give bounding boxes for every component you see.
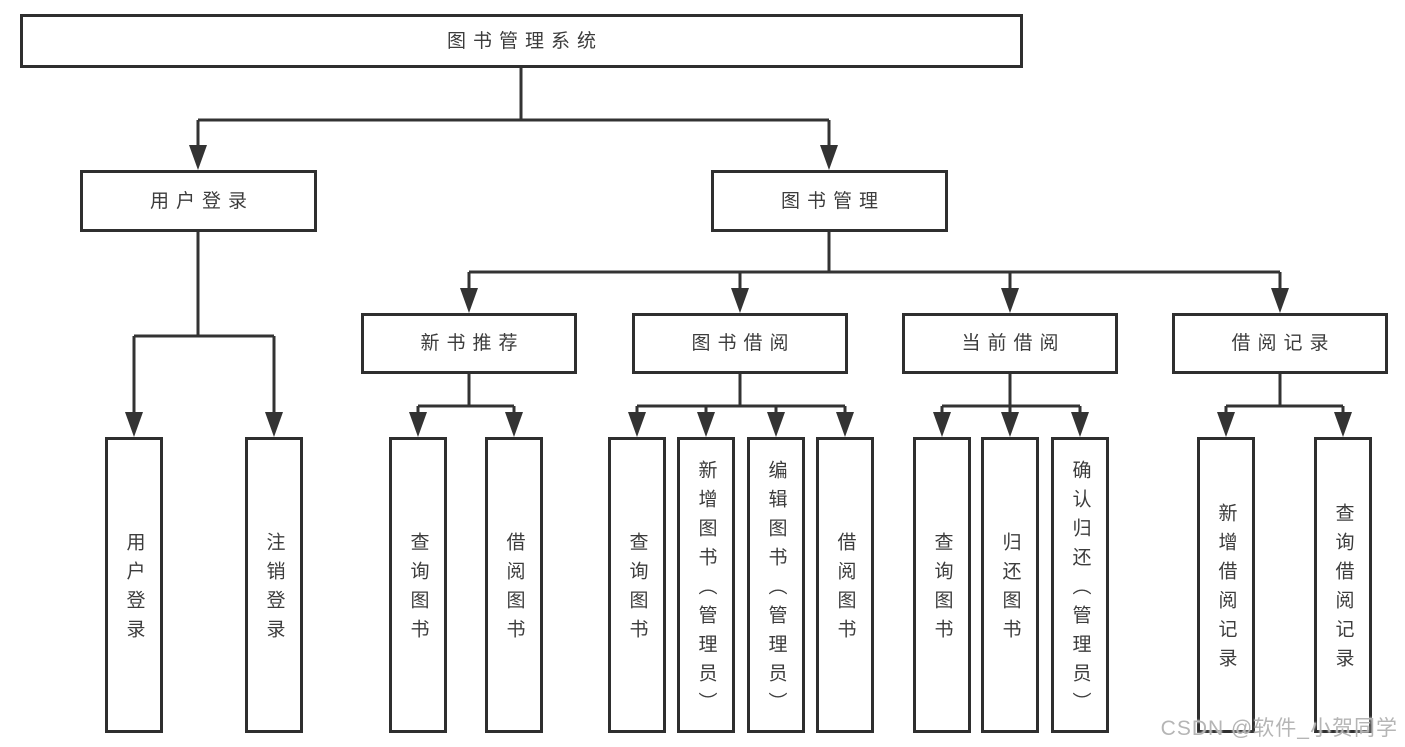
arrowhead — [731, 288, 749, 313]
arrowhead — [1001, 288, 1019, 313]
connector-borrow-record-to-leaves — [1217, 374, 1352, 437]
leaf-return-book: 归还图书 — [981, 437, 1039, 733]
node-book-management: 图书管理 — [711, 170, 948, 232]
node-borrow-record: 借阅记录 — [1172, 313, 1388, 374]
connector-user-login-to-leaves — [125, 232, 283, 437]
leaf-query-book-current: 查询图书 — [913, 437, 971, 733]
arrowhead — [505, 412, 523, 437]
node-current-borrow: 当前借阅 — [902, 313, 1118, 374]
connector-book-borrow-to-leaves — [628, 374, 854, 437]
leaf-query-book-recommend: 查询图书 — [389, 437, 447, 733]
node-library-management-system: 图书管理系统 — [20, 14, 1023, 68]
csdn-watermark: CSDN @软件_小贺同学 — [1160, 717, 1398, 740]
arrowhead — [1271, 288, 1289, 313]
leaf-query-book-borrow: 查询图书 — [608, 437, 666, 733]
arrowhead — [460, 288, 478, 313]
arrowhead — [767, 412, 785, 437]
arrowhead — [697, 412, 715, 437]
arrowhead — [1334, 412, 1352, 437]
arrowhead — [820, 145, 838, 170]
leaf-borrow-book-recommend: 借阅图书 — [485, 437, 543, 733]
node-user-login: 用户登录 — [80, 170, 317, 232]
arrowhead — [933, 412, 951, 437]
arrowhead — [1217, 412, 1235, 437]
leaf-add-book-admin: 新增图书（管理员） — [677, 437, 735, 733]
leaf-add-borrow-record: 新增借阅记录 — [1197, 437, 1255, 733]
arrowhead — [265, 412, 283, 437]
leaf-logout: 注销登录 — [245, 437, 303, 733]
arrowhead — [1001, 412, 1019, 437]
connector-new-book-recommend-to-leaves — [409, 374, 523, 437]
arrowhead — [836, 412, 854, 437]
arrowhead — [409, 412, 427, 437]
connector-root-to-level2 — [189, 68, 838, 170]
connector-current-borrow-to-leaves — [933, 374, 1089, 437]
arrowhead — [1071, 412, 1089, 437]
leaf-edit-book-admin: 编辑图书（管理员） — [747, 437, 805, 733]
leaf-user-login: 用户登录 — [105, 437, 163, 733]
node-book-borrow: 图书借阅 — [632, 313, 848, 374]
arrowhead — [628, 412, 646, 437]
arrowhead — [125, 412, 143, 437]
arrowhead — [189, 145, 207, 170]
node-new-book-recommend: 新书推荐 — [361, 313, 577, 374]
leaf-confirm-return-admin: 确认归还（管理员） — [1051, 437, 1109, 733]
connector-book-management-to-level3 — [460, 232, 1289, 313]
leaf-borrow-book: 借阅图书 — [816, 437, 874, 733]
leaf-query-borrow-record: 查询借阅记录 — [1314, 437, 1372, 733]
